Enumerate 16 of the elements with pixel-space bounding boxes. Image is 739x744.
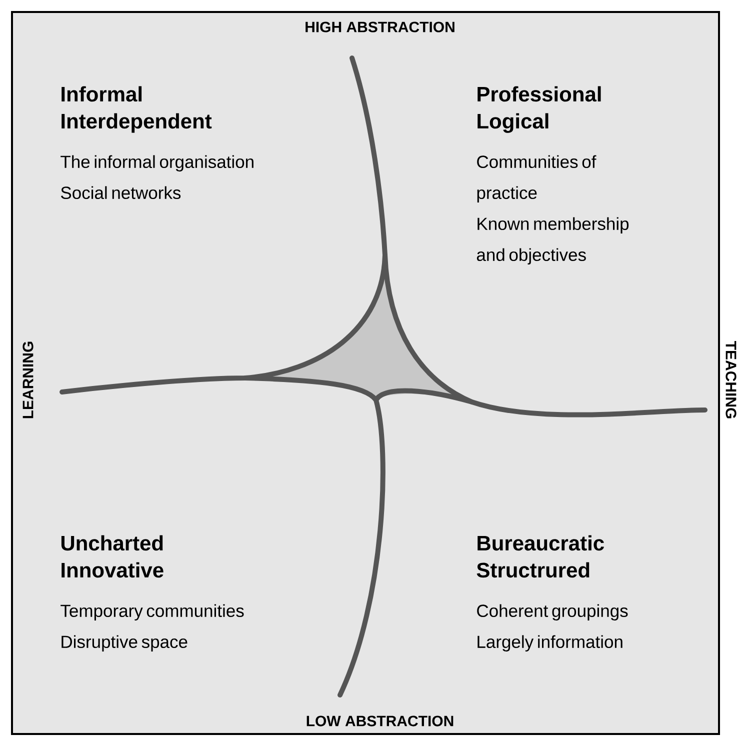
quadrant-heading: Uncharted Innovative: [61, 535, 164, 578]
quadrant-text: Largely information: [478, 635, 622, 652]
quadrant-text: Temporary communities: [60, 604, 244, 621]
quadrant-text: Known membership and objectives: [476, 217, 629, 265]
quadrant-heading: Bureaucratic Structrured: [476, 535, 604, 578]
quadrant-text: The informal organisation: [60, 155, 254, 172]
axis-label: HIGH ABSTRACTION: [306, 22, 454, 32]
quadrant-heading: Informal Interdependent: [62, 86, 212, 133]
axis-label: TEACHING: [726, 341, 736, 418]
quadrant-text: Disruptive space: [62, 635, 188, 652]
quadrant-text: Coherent groupings: [477, 604, 628, 621]
quadrant-heading: Professional Logical: [478, 86, 601, 133]
quadrant-text: Social networks: [61, 186, 181, 200]
axis-label: LOW ABSTRACTION: [306, 716, 454, 726]
axis-label: LEARNING: [22, 342, 34, 418]
quadrant-text: Communities of practice: [477, 155, 596, 203]
